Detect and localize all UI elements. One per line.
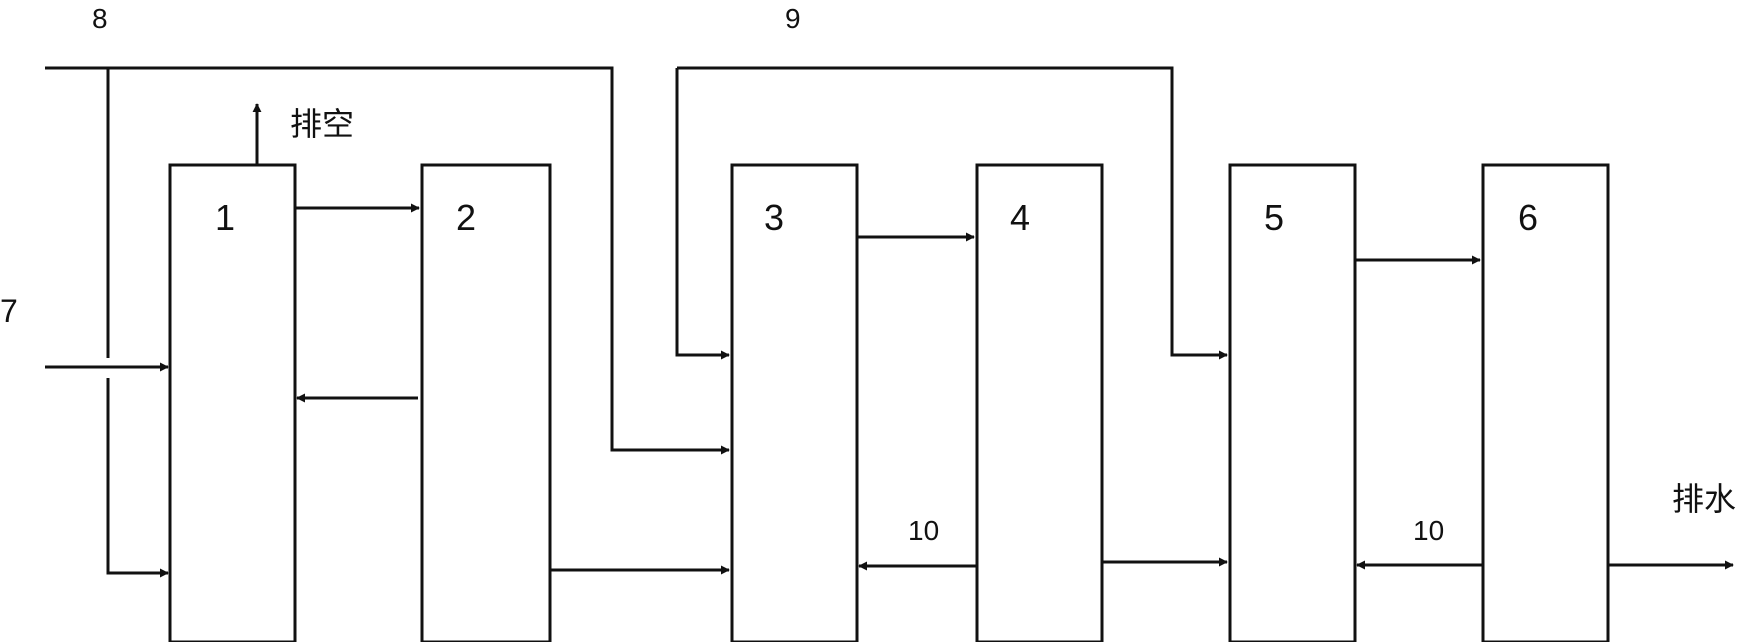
unit-5-box (1228, 163, 1357, 642)
unit-6: 6 (1481, 163, 1610, 642)
return-10-left-label: 10 (908, 515, 939, 546)
unit-6-box (1481, 163, 1610, 642)
unit-2-box (420, 163, 552, 642)
unit-3-label: 3 (764, 197, 784, 238)
unit-1-box (168, 163, 297, 642)
unit-5: 5 (1228, 163, 1357, 642)
unit-3-box (730, 163, 859, 642)
vent-label: 排空 (290, 105, 354, 143)
unit-6-label: 6 (1518, 197, 1538, 238)
unit-2-label: 2 (456, 197, 476, 238)
unit-3: 3 (730, 163, 859, 642)
bypass-9-to-unit-5 (677, 66, 1228, 360)
bypass-8-main-line (45, 66, 730, 455)
unit-2: 2 (420, 163, 552, 642)
bypass-9-label: 9 (785, 3, 801, 34)
unit-1-label: 1 (215, 197, 235, 238)
bypass-9-to-unit-3 (675, 68, 730, 360)
drain-label: 排水 (1672, 480, 1736, 518)
bypass-8-label: 8 (92, 3, 108, 34)
unit-4-box (975, 163, 1104, 642)
unit-4: 4 (975, 163, 1104, 642)
unit-5-label: 5 (1264, 197, 1284, 238)
return-10-right-label: 10 (1413, 515, 1444, 546)
bypass-8-down-line-lower (106, 378, 169, 578)
feed-label: 7 (0, 293, 18, 329)
unit-4-label: 4 (1010, 197, 1030, 238)
unit-1: 1 (168, 163, 297, 642)
